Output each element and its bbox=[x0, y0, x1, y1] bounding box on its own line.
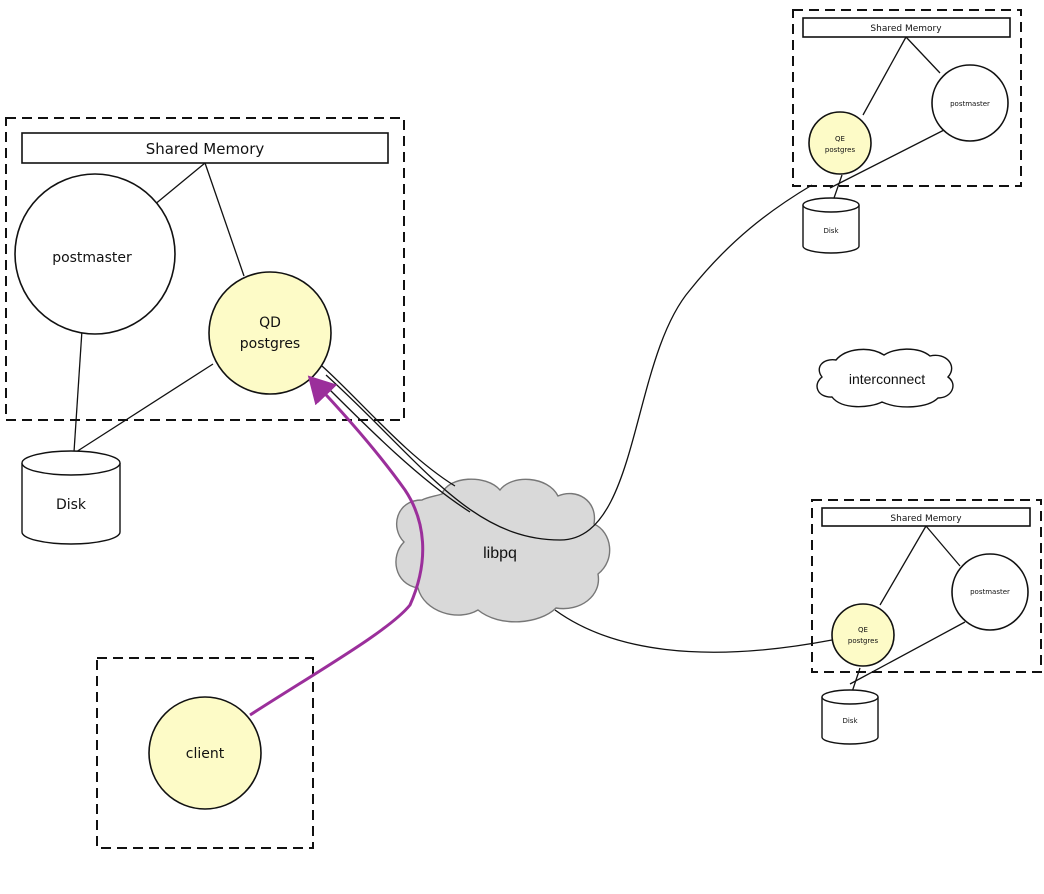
segment-bottom-qe-line1: QE bbox=[858, 626, 868, 634]
interconnect-label: interconnect bbox=[849, 371, 925, 387]
libpq-label: libpq bbox=[483, 545, 517, 562]
segment-top-boundary bbox=[792, 9, 1022, 187]
qd-to-libpq-link-b bbox=[321, 381, 471, 513]
master-disk-label: Disk bbox=[56, 497, 87, 513]
master-disk: Disk bbox=[21, 450, 121, 545]
master-postmaster-node bbox=[14, 173, 176, 335]
segment-bottom-qe-node bbox=[831, 603, 895, 667]
master-shared-memory-label: Shared Memory bbox=[146, 140, 265, 158]
segment-bottom-disk: Disk bbox=[821, 689, 879, 745]
segment-top-qe-node bbox=[808, 111, 872, 175]
qd-to-segment-top-link bbox=[325, 184, 813, 541]
qd-label-line1: QD bbox=[259, 315, 281, 331]
master-host-group: Shared Memory postmaster QD postgres bbox=[5, 117, 405, 453]
segment-bottom-disk-label: Disk bbox=[842, 717, 858, 725]
segment-bottom-boundary bbox=[811, 499, 1042, 673]
libpq-to-segment-bottom-link bbox=[554, 609, 833, 653]
segment-top-disk: Disk bbox=[802, 197, 860, 254]
segment-bottom-group: Shared Memory postmaster QE postgres bbox=[811, 499, 1042, 693]
client-host-group: client bbox=[96, 657, 314, 849]
segment-bottom-qe-line2: postgres bbox=[848, 637, 879, 645]
segment-top-group: Shared Memory postmaster QE postgres bbox=[792, 9, 1022, 199]
interconnect-cloud: interconnect bbox=[816, 348, 954, 408]
client-node bbox=[148, 696, 262, 810]
segment-bottom-shared-memory-label: Shared Memory bbox=[890, 514, 962, 524]
client-to-qd-arrow bbox=[249, 375, 425, 717]
segment-top-shared-memory-label: Shared Memory bbox=[870, 24, 942, 34]
segment-bottom-postmaster-node bbox=[951, 553, 1029, 631]
segment-top-postmaster-label: postmaster bbox=[950, 100, 990, 108]
segment-top-disk-label: Disk bbox=[823, 227, 839, 235]
libpq-cloud: libpq bbox=[395, 478, 611, 623]
qd-postgres-node bbox=[208, 271, 332, 395]
segment-top-postmaster-node bbox=[931, 64, 1009, 142]
master-host-boundary bbox=[5, 117, 405, 421]
master-postmaster-label: postmaster bbox=[52, 250, 132, 266]
client-host-boundary bbox=[96, 657, 314, 849]
qd-label-line2: postgres bbox=[240, 336, 300, 352]
client-label: client bbox=[186, 746, 225, 762]
segment-top-qe-line2: postgres bbox=[825, 146, 856, 154]
segment-top-qe-line1: QE bbox=[835, 135, 845, 143]
segment-bottom-postmaster-label: postmaster bbox=[970, 588, 1010, 596]
